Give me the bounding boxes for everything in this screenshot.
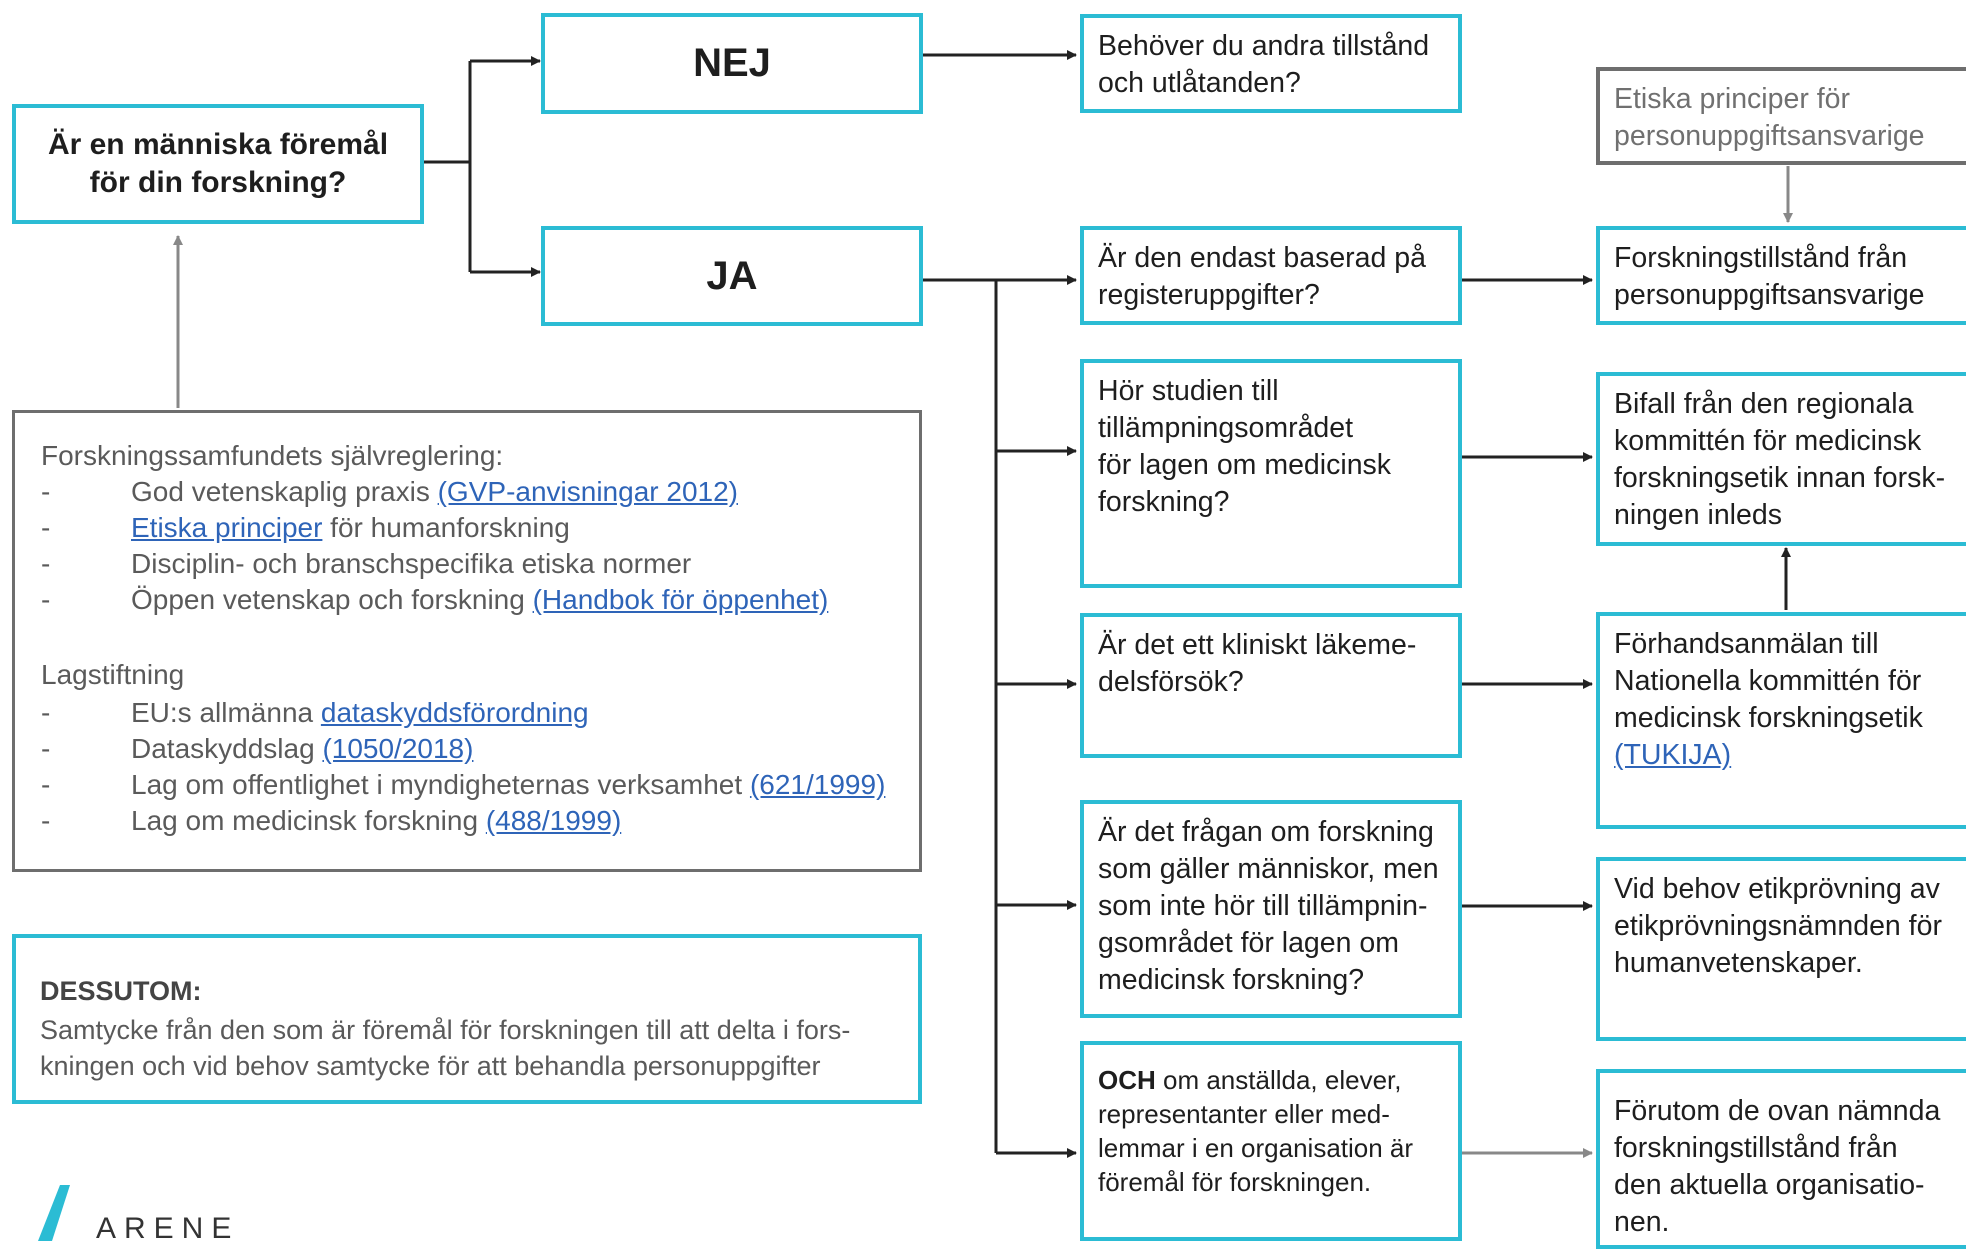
tukija-link[interactable]: (TUKIJA) <box>1614 739 1732 771</box>
ethical-principles-controller-text: Etiska principer för personuppgiftsansva… <box>1614 83 1925 152</box>
national-committee-text: Förhandsanmälan till Nationella kommitté… <box>1614 626 1966 774</box>
arene-logo-mark <box>38 1185 70 1241</box>
main-question-box: Är en människa föremål för din forskning… <box>12 104 424 224</box>
ja-box: JA <box>541 226 923 326</box>
ethical-principles-link[interactable]: Etiska principer <box>131 512 323 543</box>
law-item-gdpr: -EU:s allmänna dataskyddsförordning <box>41 697 589 728</box>
ethics-review-text: Vid behov etikprövning av etikprövningsn… <box>1614 873 1942 979</box>
regional-committee-box: Bifall från den regionala kommittén för … <box>1596 372 1966 546</box>
regional-committee-text: Bifall från den regionala kommittén för … <box>1614 388 1946 531</box>
question-clinical-trial-text: Är det ett kliniskt läkeme- delsförsök? <box>1098 629 1417 698</box>
question-register-box: Är den endast baserad på registeruppgift… <box>1080 226 1462 325</box>
national-committee-box: Förhandsanmälan till Nationella kommitté… <box>1596 612 1966 829</box>
question-organisation-rest: om anställda, elever, representanter ell… <box>1098 1065 1414 1197</box>
law-item-publicity: -Lag om offentlighet i myndigheternas ve… <box>41 769 886 800</box>
question-medical-law-box: Hör studien till tillämpningsområdet för… <box>1080 359 1462 588</box>
self-regulation-heading: Forskningssamfundets självreglering: <box>41 440 504 471</box>
organisation-permit-text: Förutom de ovan nämnda forskningstillstå… <box>1614 1095 1941 1238</box>
publicity-act-link[interactable]: (621/1999) <box>749 769 886 800</box>
gdpr-link[interactable]: dataskyddsförordning <box>320 697 589 728</box>
question-organisation-text: OCH om anställda, elever, representanter… <box>1098 1063 1450 1199</box>
national-committee-label: Förhandsanmälan till Nationella kommitté… <box>1614 628 1923 734</box>
question-human-research-box: Är det frågan om forskning som gäller mä… <box>1080 800 1462 1018</box>
och-bold: OCH <box>1098 1065 1156 1095</box>
question-clinical-trial-box: Är det ett kliniskt läkeme- delsförsök? <box>1080 613 1462 758</box>
self-item-gvp: -God vetenskaplig praxis (GVP-anvisninga… <box>41 476 738 507</box>
medical-research-act-link[interactable]: (488/1999) <box>485 805 622 836</box>
main-question-text: Är en människa föremål för din forskning… <box>47 128 389 199</box>
self-regulation-box: Forskningssamfundets självreglering: -Go… <box>12 410 922 872</box>
organisation-permit-box: Förutom de ovan nämnda forskningstillstå… <box>1596 1069 1966 1249</box>
ethics-review-box: Vid behov etikprövning av etikprövningsn… <box>1596 857 1966 1041</box>
nej-result-text: Behöver du andra tillstånd och utlåtande… <box>1098 30 1430 99</box>
additionally-box: DESSUTOM: Samtycke från den som är förem… <box>12 934 922 1104</box>
additionally-title: DESSUTOM: <box>40 976 202 1006</box>
question-register-text: Är den endast baserad på registeruppgift… <box>1098 242 1426 311</box>
gvp-link[interactable]: (GVP-anvisningar 2012) <box>437 476 738 507</box>
nej-label: NEJ <box>693 41 771 85</box>
self-item-open-science: -Öppen vetenskap och forskning (Handbok … <box>41 584 829 615</box>
arene-logo-text: ARENE <box>96 1212 240 1245</box>
question-organisation-box: OCH om anställda, elever, representanter… <box>1080 1041 1462 1241</box>
research-permit-box: Forskningstillstånd från personuppgiftsa… <box>1596 226 1966 325</box>
self-item-ethical: -Etiska principer för humanforskning <box>41 512 570 543</box>
ethical-principles-controller-box: Etiska principer för personuppgiftsansva… <box>1596 67 1966 165</box>
additionally-text: Samtycke från den som är föremål för for… <box>40 1015 851 1081</box>
question-medical-law-text: Hör studien till tillämpningsområdet för… <box>1098 375 1392 518</box>
law-item-data-protection: -Dataskyddslag (1050/2018) <box>41 733 474 764</box>
nej-result-box: Behöver du andra tillstånd och utlåtande… <box>1080 14 1462 113</box>
ja-label: JA <box>706 253 758 298</box>
nej-box: NEJ <box>541 13 923 114</box>
self-item-discipline: -Disciplin- och branschspecifika etiska … <box>41 548 692 579</box>
question-human-research-text: Är det frågan om forskning som gäller mä… <box>1098 816 1439 996</box>
law-item-medical-research: -Lag om medicinsk forskning (488/1999) <box>41 805 622 836</box>
openness-handbook-link[interactable]: (Handbok för öppenhet) <box>532 584 829 615</box>
data-protection-act-link[interactable]: (1050/2018) <box>322 733 474 764</box>
legislation-heading: Lagstiftning <box>41 659 185 690</box>
research-permit-text: Forskningstillstånd från personuppgiftsa… <box>1614 242 1925 311</box>
